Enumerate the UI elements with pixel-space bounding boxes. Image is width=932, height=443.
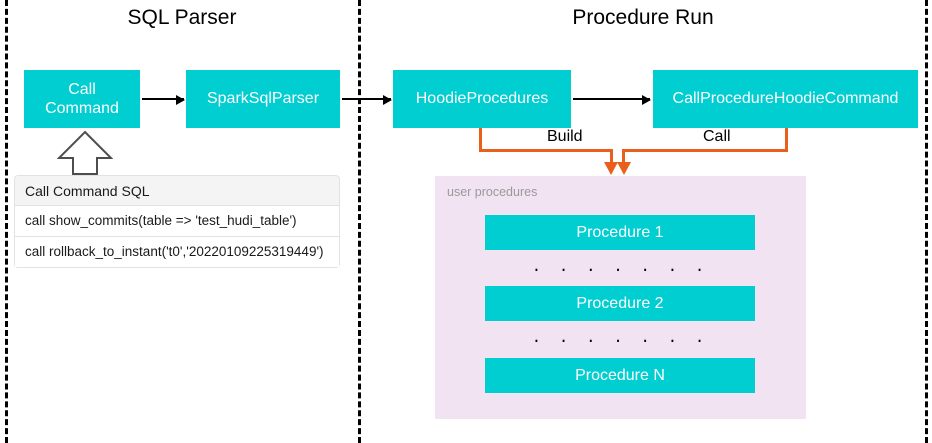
edge-label-call: Call	[697, 128, 737, 146]
lane-title-procedure-run: Procedure Run	[572, 6, 714, 29]
node-call-command[interactable]: Call Command	[24, 70, 140, 128]
build-connector-segment-vertical-start	[479, 128, 482, 152]
user-procedures-panel-label: user procedures	[447, 185, 538, 199]
arrow-hoodie-procedures-to-call-procedure-hoodie-command	[573, 95, 651, 105]
lane-title-sql-parser: SQL Parser	[127, 6, 237, 29]
node-procedure-2[interactable]: Procedure 2	[485, 286, 755, 321]
call-connector-segment-vertical-end	[622, 149, 625, 163]
call-connector-arrowhead	[617, 162, 631, 175]
node-spark-sql-parser[interactable]: SparkSqlParser	[186, 70, 340, 128]
procedure-separator-dots: . . . . . . .	[531, 329, 709, 347]
arrow-spark-sql-parser-to-hoodie-procedures	[342, 95, 392, 105]
block-arrow-up-icon	[56, 130, 114, 176]
node-hoodie-procedures[interactable]: HoodieProcedures	[393, 70, 571, 128]
procedure-separator-dots: . . . . . . .	[531, 258, 709, 276]
build-connector-segment-horizontal	[479, 149, 613, 152]
call-connector-segment-vertical-start	[785, 128, 788, 152]
lane-divider-right	[925, 0, 928, 443]
build-connector-arrowhead	[604, 162, 618, 175]
node-call-procedure-hoodie-command[interactable]: CallProcedureHoodieCommand	[653, 70, 918, 128]
sql-card-row[interactable]: call rollback_to_instant('t0','202201092…	[14, 237, 340, 268]
edge-label-build: Build	[541, 128, 589, 146]
build-connector-segment-vertical-end	[610, 149, 613, 163]
arrow-call-command-to-spark-sql-parser	[142, 95, 185, 105]
call-connector-segment-horizontal	[622, 149, 788, 152]
node-procedure-n[interactable]: Procedure N	[485, 358, 755, 393]
sql-card-header: Call Command SQL	[14, 175, 340, 206]
sql-card-row[interactable]: call show_commits(table => 'test_hudi_ta…	[14, 206, 340, 237]
lane-divider-middle	[358, 0, 361, 443]
lane-divider-left	[5, 0, 8, 443]
call-command-sql-card: Call Command SQL call show_commits(table…	[14, 175, 340, 268]
node-procedure-1[interactable]: Procedure 1	[485, 215, 755, 250]
